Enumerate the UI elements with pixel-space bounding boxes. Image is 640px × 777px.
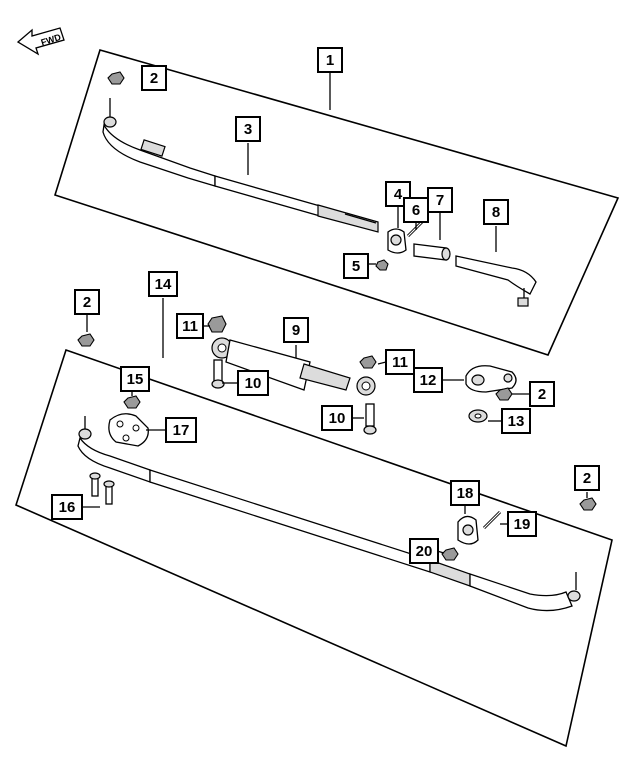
callout-6-label: 6 — [412, 202, 420, 219]
callout-11-left: 11 — [176, 313, 204, 339]
clamp-18 — [457, 515, 479, 545]
callout-13-label: 13 — [508, 413, 525, 430]
nut-2-right — [579, 497, 597, 511]
nut-2-upper — [107, 71, 125, 85]
steering-damper — [211, 337, 376, 396]
callout-8-label: 8 — [492, 204, 500, 221]
bolt-10a — [211, 359, 225, 389]
callout-7: 7 — [427, 187, 453, 213]
callout-13: 13 — [501, 408, 531, 434]
callout-10-left-label: 10 — [245, 375, 262, 392]
callout-19: 19 — [507, 511, 537, 537]
callout-17: 17 — [165, 417, 197, 443]
adjuster-clamp — [387, 228, 407, 254]
lower-assembly-frame — [15, 348, 613, 748]
upper-tie-rod — [102, 98, 379, 233]
callout-2-left-label: 2 — [83, 294, 91, 311]
damper-bracket — [465, 365, 517, 393]
bolt-19 — [482, 510, 502, 530]
callout-16: 16 — [51, 494, 83, 520]
bolt-10b — [363, 403, 377, 435]
callout-14: 14 — [148, 271, 178, 297]
callout-20: 20 — [409, 538, 439, 564]
callout-18-label: 18 — [457, 485, 474, 502]
callout-11-right: 11 — [385, 349, 415, 375]
callout-1-label: 1 — [326, 52, 334, 69]
callout-9-label: 9 — [292, 322, 300, 339]
callout-3-label: 3 — [244, 121, 252, 138]
callout-2-bracket: 2 — [529, 381, 555, 407]
callout-10-right: 10 — [321, 405, 353, 431]
callout-14-label: 14 — [155, 276, 172, 293]
callout-2-right: 2 — [574, 465, 600, 491]
callout-1: 1 — [317, 47, 343, 73]
callout-20-label: 20 — [416, 543, 433, 560]
adjuster-sleeve — [413, 243, 451, 261]
nut-20 — [441, 547, 459, 561]
callout-11-left-label: 11 — [182, 318, 198, 335]
nut-2-bracket — [495, 387, 513, 401]
callout-6: 6 — [403, 197, 429, 223]
mounting-plate — [108, 413, 149, 447]
callout-10-left: 10 — [237, 370, 269, 396]
callout-10-right-label: 10 — [329, 410, 346, 427]
leader-lines — [82, 72, 588, 554]
callout-2-right-label: 2 — [583, 470, 591, 487]
callout-2-left: 2 — [74, 289, 100, 315]
callout-5-label: 5 — [352, 258, 360, 275]
callout-8: 8 — [483, 199, 509, 225]
bolts-16 — [89, 472, 115, 505]
callout-18: 18 — [450, 480, 480, 506]
callout-16-label: 16 — [59, 499, 76, 516]
upper-assembly-frame — [54, 49, 620, 356]
nut-15 — [123, 395, 141, 409]
callout-9: 9 — [283, 317, 309, 343]
callout-4: 4 — [385, 181, 411, 207]
callout-3: 3 — [235, 116, 261, 142]
callout-4-label: 4 — [394, 186, 403, 203]
callout-15-label: 15 — [127, 371, 144, 388]
fwd-arrow-icon: FWD — [16, 27, 65, 56]
callout-12: 12 — [413, 367, 443, 393]
washer-13 — [468, 409, 488, 423]
nut-small — [375, 259, 389, 271]
callout-11-right-label: 11 — [392, 354, 408, 371]
callout-15: 15 — [120, 366, 150, 392]
nut-11a — [207, 315, 227, 333]
callout-17-label: 17 — [173, 422, 190, 439]
callout-5: 5 — [343, 253, 369, 279]
callout-12-label: 12 — [420, 372, 437, 389]
nut-2-left — [77, 333, 95, 347]
outer-tie-rod-end — [455, 255, 537, 307]
callout-2-upper-label: 2 — [150, 70, 158, 87]
callout-7-label: 7 — [436, 192, 444, 209]
drag-link — [77, 416, 581, 612]
callout-19-label: 19 — [514, 516, 531, 533]
callout-2-upper: 2 — [141, 65, 167, 91]
callout-2-bracket-label: 2 — [538, 386, 546, 403]
nut-11b — [359, 355, 377, 369]
